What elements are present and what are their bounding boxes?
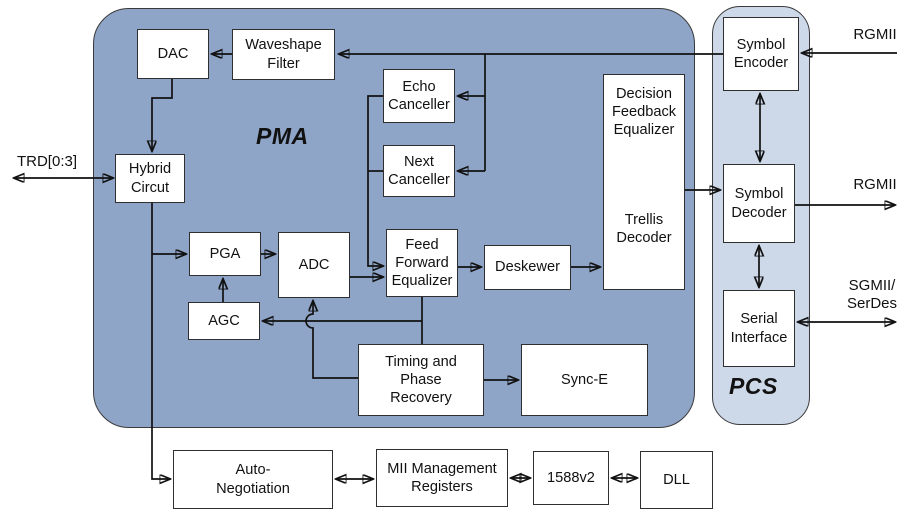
arrow-timing-recovery-to-adc (305, 301, 358, 379)
block-dfe-trellis: Decision Feedback Equalizer Trellis Deco… (603, 74, 685, 290)
pcs-title: PCS (729, 373, 778, 399)
block-mii-management-registers-label: MII Management Registers (387, 460, 497, 495)
block-symbol-decoder-label: Symbol Decoder (731, 186, 787, 221)
block-symbol-decoder: Symbol Decoder (723, 164, 795, 243)
block-timing-phase-recovery-label: Timing and Phase Recovery (385, 353, 457, 407)
block-agc-label: AGC (208, 312, 240, 329)
block-next-canceller: Next Canceller (383, 145, 455, 197)
block-hybrid-circuit-label: Hybrid Circut (128, 161, 172, 196)
block-pga: PGA (189, 232, 261, 276)
block-dfe-label: Decision Feedback Equalizer (611, 86, 677, 139)
block-deskewer-label: Deskewer (495, 259, 560, 276)
block-symbol-encoder: Symbol Encoder (723, 17, 799, 91)
block-waveshape-filter-label: Waveshape Filter (245, 37, 322, 72)
block-serial-interface-label: Serial Interface (730, 311, 788, 346)
block-echo-canceller: Echo Canceller (383, 69, 455, 123)
block-auto-negotiation: Auto- Negotiation (173, 450, 333, 509)
block-symbol-encoder-label: Symbol Encoder (733, 36, 789, 71)
block-waveshape-filter: Waveshape Filter (232, 29, 335, 80)
sgmii-serdes-label: SGMII/ SerDes (846, 277, 898, 312)
block-deskewer: Deskewer (484, 245, 571, 290)
block-echo-canceller-label: Echo Canceller (388, 78, 450, 113)
block-hybrid-circuit: Hybrid Circut (115, 154, 185, 203)
block-sync-e: Sync-E (521, 344, 648, 416)
block-trellis-decoder-label: Trellis Decoder (616, 212, 672, 247)
block-dac: DAC (137, 29, 209, 79)
block-auto-negotiation-label: Auto- Negotiation (216, 462, 290, 497)
block-adc: ADC (278, 232, 350, 298)
trd-label: TRD[0:3] (16, 153, 77, 170)
block-dac-label: DAC (157, 45, 189, 62)
arrow-hybrid-to-auto-negotiation (151, 203, 170, 479)
arrow-dac-to-hybrid (152, 79, 173, 151)
block-ffe-label: Feed Forward Equalizer (391, 236, 453, 290)
rgmii-in-label: RGMII (853, 26, 897, 43)
block-timing-phase-recovery: Timing and Phase Recovery (358, 344, 484, 416)
block-1588v2: 1588v2 (533, 451, 609, 505)
block-sync-e-label: Sync-E (560, 371, 609, 388)
block-next-canceller-label: Next Canceller (388, 153, 450, 188)
pma-title: PMA (256, 123, 309, 149)
block-feed-forward-equalizer: Feed Forward Equalizer (386, 229, 458, 297)
block-dll: DLL (640, 451, 713, 509)
block-adc-label: ADC (298, 256, 330, 273)
block-serial-interface: Serial Interface (723, 290, 795, 367)
block-agc: AGC (188, 302, 260, 340)
rgmii-out-label: RGMII (853, 176, 897, 193)
block-dll-label: DLL (663, 471, 690, 488)
block-1588v2-label: 1588v2 (547, 469, 595, 486)
block-mii-management-registers: MII Management Registers (376, 449, 508, 507)
block-pga-label: PGA (209, 245, 241, 262)
arrow-canceller-bus-to-ffe (367, 95, 383, 266)
